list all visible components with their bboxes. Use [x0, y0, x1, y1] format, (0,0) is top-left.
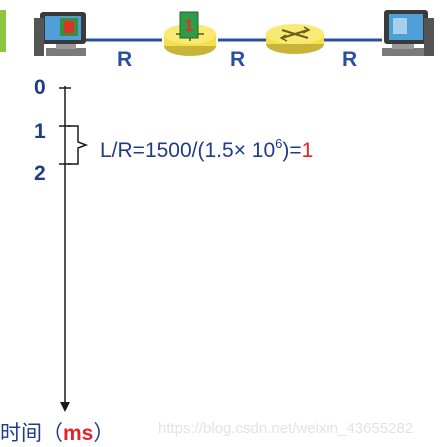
router-2-icon	[266, 24, 324, 54]
tick-label-1: 1	[34, 120, 46, 143]
link-rate-label-1: R	[117, 48, 133, 71]
watermark: https://blog.csdn.net/weixin_43655282	[158, 420, 414, 437]
packet-icon: 1	[179, 11, 199, 39]
time-axis-label: 时间（ms）	[0, 417, 114, 447]
destination-host-icon	[382, 10, 434, 56]
formula-result: 1	[301, 139, 314, 162]
accent-bar	[0, 10, 6, 52]
tick-label-2: 2	[34, 162, 46, 185]
formula-exponent: 6	[275, 136, 283, 151]
tick-label-0: 0	[34, 76, 46, 99]
time-axis-arrow	[60, 402, 70, 412]
link-rate-label-2: R	[230, 48, 246, 71]
source-host-icon	[34, 12, 86, 56]
transmission-delay-formula: L/R=1500/(1.5× 106)=1	[100, 136, 313, 163]
formula-base: 10	[245, 139, 276, 162]
interval-brace	[68, 125, 89, 165]
packet-label: 1	[184, 16, 193, 35]
formula-prefix: L/R=1500/(1.5	[100, 139, 234, 162]
link-rate-label-3: R	[342, 48, 358, 71]
formula-times: ×	[233, 139, 246, 162]
time-axis-label-text: 时间（	[0, 421, 63, 445]
time-axis-label-close: ）	[93, 421, 115, 445]
time-axis-unit: ms	[63, 422, 94, 445]
formula-close: )=	[282, 139, 302, 162]
